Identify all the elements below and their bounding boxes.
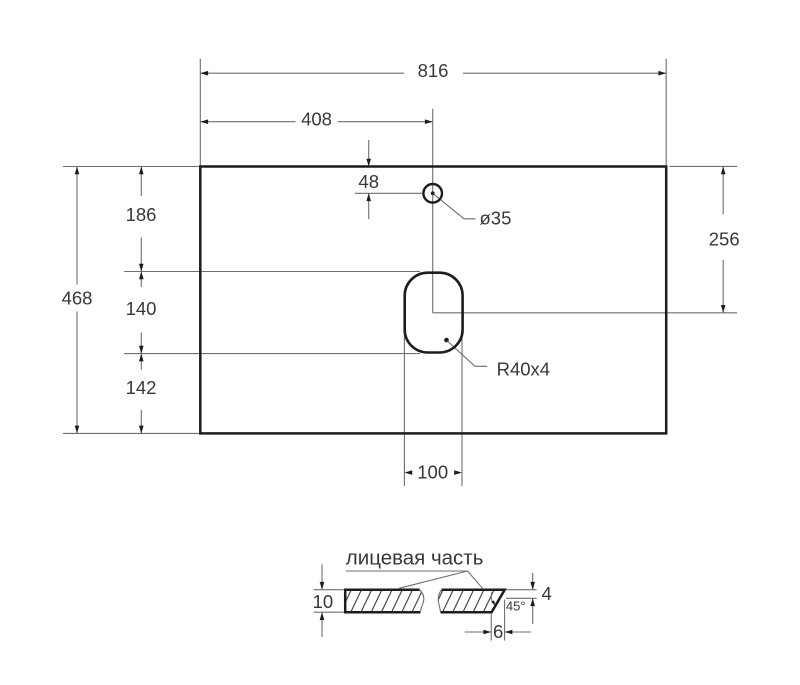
svg-text:100: 100 [417,462,448,483]
svg-text:256: 256 [709,228,740,249]
svg-text:R40x4: R40x4 [497,358,550,379]
svg-text:6: 6 [493,621,503,642]
svg-text:140: 140 [126,298,157,319]
svg-text:45°: 45° [506,599,526,614]
svg-text:816: 816 [418,60,449,81]
svg-text:142: 142 [126,377,157,398]
svg-text:408: 408 [301,109,332,130]
svg-text:48: 48 [358,171,379,192]
svg-text:10: 10 [313,591,334,612]
svg-text:468: 468 [62,287,93,308]
svg-text:ø35: ø35 [480,208,512,229]
svg-text:лицевая часть: лицевая часть [346,546,484,569]
svg-text:4: 4 [541,583,551,604]
svg-text:186: 186 [126,204,157,225]
